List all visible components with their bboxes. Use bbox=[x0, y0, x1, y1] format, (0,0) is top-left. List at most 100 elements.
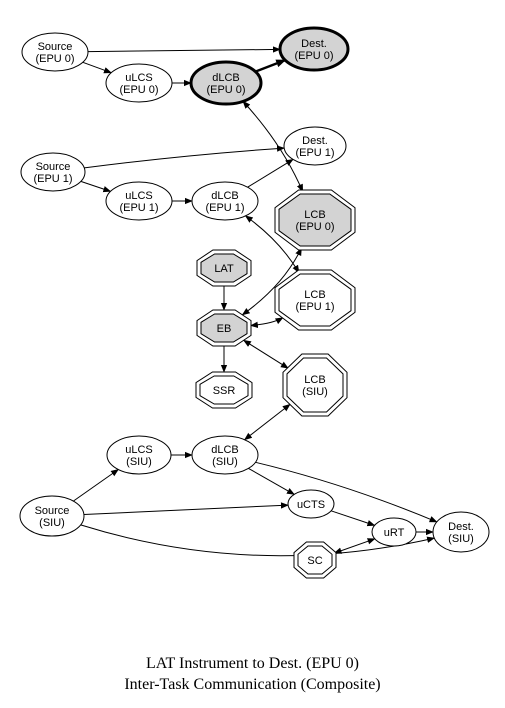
node-shape-srcs bbox=[19, 495, 85, 537]
node-label-lat-0: LAT bbox=[214, 263, 234, 275]
node-label-eb-0: EB bbox=[217, 323, 232, 335]
node-label-lcbs-1: (SIU) bbox=[302, 386, 328, 398]
edge-dlcbs-to-ucts bbox=[248, 467, 295, 495]
node-inner-octagon-lcb0 bbox=[278, 193, 352, 247]
edge-src1-to-ulcs1 bbox=[80, 180, 112, 193]
node-srcs: Source(SIU) bbox=[19, 495, 85, 537]
edge-eb-to-lcbs bbox=[243, 339, 289, 369]
node-dlcb1: dLCB(EPU 1) bbox=[191, 181, 259, 221]
node-shape-ulcs1 bbox=[105, 181, 173, 221]
node-lcb1: LCB(EPU 1) bbox=[274, 269, 356, 331]
node-label-dlcb0-1: (EPU 0) bbox=[206, 84, 245, 96]
node-label-srcs-0: Source bbox=[35, 505, 70, 517]
node-shape-urt bbox=[371, 517, 417, 547]
node-shape-ucts bbox=[287, 489, 335, 519]
node-label-lcb1-0: LCB bbox=[304, 289, 325, 301]
node-label-dest1-1: (EPU 1) bbox=[295, 147, 334, 159]
node-eb: EB bbox=[196, 309, 252, 347]
node-label-dlcb0-0: dLCB bbox=[212, 72, 240, 84]
node-ulcs0: uLCS(EPU 0) bbox=[105, 63, 173, 103]
node-label-src0-1: (EPU 0) bbox=[35, 53, 74, 65]
edge-dlcb1-to-dest1 bbox=[247, 158, 294, 188]
node-label-dlcbs-1: (SIU) bbox=[212, 456, 238, 468]
edge-dlcbs-to-dests bbox=[255, 461, 438, 523]
node-shape-dlcbs bbox=[191, 435, 259, 475]
node-label-sc-0: SC bbox=[307, 555, 322, 567]
node-label-dest0-1: (EPU 0) bbox=[294, 50, 333, 62]
node-shape-src0 bbox=[21, 32, 89, 72]
node-label-src1-0: Source bbox=[36, 161, 71, 173]
node-label-dest1-0: Dest. bbox=[302, 135, 328, 147]
node-inner-octagon-lcb1 bbox=[278, 273, 352, 327]
node-dest0: Dest.(EPU 0) bbox=[278, 26, 350, 72]
node-shape-dlcb1 bbox=[191, 181, 259, 221]
node-label-dests-0: Dest. bbox=[448, 521, 474, 533]
node-shape-ulcs0 bbox=[105, 63, 173, 103]
edge-sc-to-urt bbox=[333, 538, 376, 554]
node-ssr: SSR bbox=[195, 371, 253, 409]
node-sc: SC bbox=[293, 541, 337, 579]
task-communication-diagram: Source(EPU 0)uLCS(EPU 0)dLCB(EPU 0)Dest.… bbox=[19, 26, 490, 579]
node-inner-octagon-ssr bbox=[199, 375, 249, 405]
node-label-ulcss-0: uLCS bbox=[125, 444, 153, 456]
node-label-lcb0-0: LCB bbox=[304, 209, 325, 221]
node-label-dest0-0: Dest. bbox=[301, 38, 327, 50]
node-label-ulcs0-1: (EPU 0) bbox=[119, 84, 158, 96]
node-dests: Dest.(SIU) bbox=[432, 511, 490, 553]
node-label-ssr-0: SSR bbox=[213, 385, 236, 397]
node-label-dlcbs-0: dLCB bbox=[211, 444, 239, 456]
node-shape-dests bbox=[432, 511, 490, 553]
edge-srcs-to-ucts bbox=[83, 502, 289, 515]
node-lcbs: LCB(SIU) bbox=[282, 353, 348, 417]
edge-src1-to-dest1 bbox=[84, 145, 285, 169]
node-label-lcbs-0: LCB bbox=[304, 374, 325, 386]
edge-eb-to-lcb1 bbox=[249, 317, 284, 329]
node-urt: uRT bbox=[371, 517, 417, 547]
edge-dlcb0-to-dest0 bbox=[254, 58, 287, 73]
node-lat: LAT bbox=[196, 249, 252, 287]
node-src1: Source(EPU 1) bbox=[20, 152, 86, 192]
node-label-srcs-1: (SIU) bbox=[39, 517, 65, 529]
edge-srcs-to-ulcss bbox=[73, 469, 119, 502]
edge-dlcb0-to-lcb0 bbox=[242, 100, 304, 193]
node-inner-octagon-lat bbox=[200, 253, 248, 283]
nodes-layer: Source(EPU 0)uLCS(EPU 0)dLCB(EPU 0)Dest.… bbox=[19, 26, 490, 579]
node-shape-dest0 bbox=[278, 26, 350, 72]
node-lcb0: LCB(EPU 0) bbox=[274, 189, 356, 251]
node-label-ucts-0: uCTS bbox=[297, 499, 325, 511]
node-dlcbs: dLCB(SIU) bbox=[191, 435, 259, 475]
node-ulcss: uLCS(SIU) bbox=[106, 435, 172, 475]
node-shape-dlcb0 bbox=[189, 60, 263, 106]
node-label-lcb0-1: (EPU 0) bbox=[295, 221, 334, 233]
node-label-dlcb1-1: (EPU 1) bbox=[205, 202, 244, 214]
node-ulcs1: uLCS(EPU 1) bbox=[105, 181, 173, 221]
node-label-urt-0: uRT bbox=[384, 527, 405, 539]
node-dest1: Dest.(EPU 1) bbox=[283, 126, 347, 166]
node-inner-octagon-eb bbox=[200, 313, 248, 343]
node-shape-ulcss bbox=[106, 435, 172, 475]
node-label-src1-1: (EPU 1) bbox=[33, 173, 72, 185]
diagram-caption-title: LAT Instrument to Dest. (EPU 0) bbox=[145, 655, 359, 672]
node-inner-octagon-sc bbox=[297, 545, 333, 575]
node-src0: Source(EPU 0) bbox=[21, 32, 89, 72]
edge-src0-to-dest0 bbox=[87, 46, 281, 53]
node-label-lcb1-1: (EPU 1) bbox=[295, 301, 334, 313]
node-label-ulcs0-0: uLCS bbox=[125, 72, 153, 84]
node-label-ulcss-1: (SIU) bbox=[126, 456, 152, 468]
edges-layer bbox=[73, 46, 438, 557]
node-inner-octagon-lcbs bbox=[286, 357, 344, 413]
node-shape-src1 bbox=[20, 152, 86, 192]
edge-dlcbs-to-lcbs bbox=[243, 403, 291, 441]
node-label-dests-1: (SIU) bbox=[448, 533, 474, 545]
edge-srcs-to-dests bbox=[80, 524, 436, 557]
node-label-ulcs1-0: uLCS bbox=[125, 190, 153, 202]
diagram-caption-subtitle: Inter-Task Communication (Composite) bbox=[124, 676, 381, 693]
node-label-src0-0: Source bbox=[38, 41, 73, 53]
edge-eb-to-lcb0 bbox=[241, 247, 302, 316]
node-label-ulcs1-1: (EPU 1) bbox=[119, 202, 158, 214]
node-dlcb0: dLCB(EPU 0) bbox=[189, 60, 263, 106]
edge-ucts-to-urt bbox=[330, 510, 376, 527]
edge-src0-to-ulcs0 bbox=[82, 61, 112, 74]
node-ucts: uCTS bbox=[287, 489, 335, 519]
node-label-dlcb1-0: dLCB bbox=[211, 190, 239, 202]
